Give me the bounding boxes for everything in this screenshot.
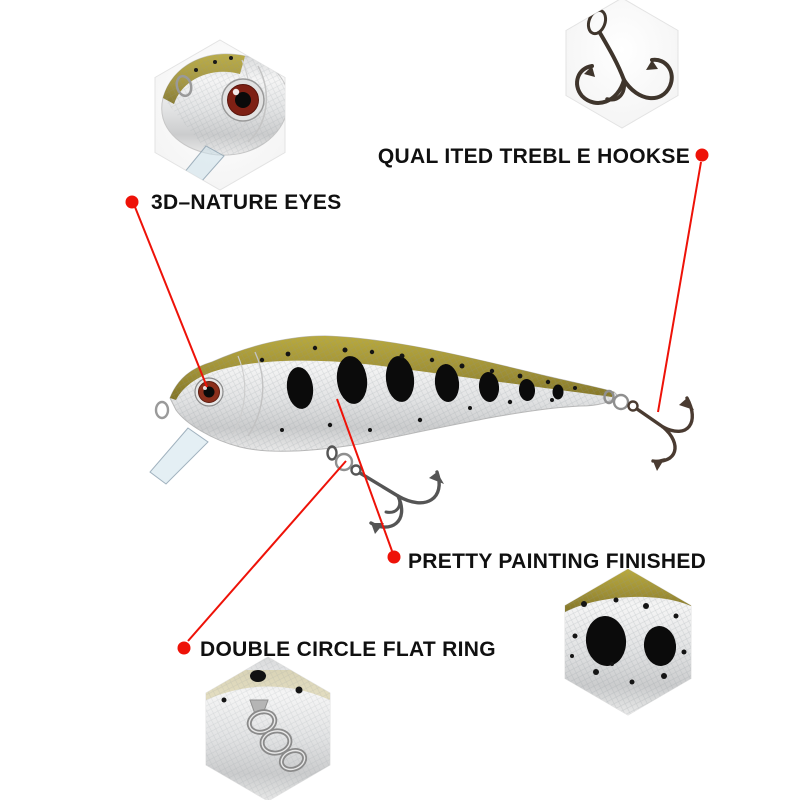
head-closeup-art [161, 53, 285, 190]
label-dot-painting [387, 550, 401, 564]
leader-line-painting [336, 398, 393, 552]
speckles [259, 345, 577, 432]
label-3d-nature-eyes: 3D–NATURE EYES [151, 191, 342, 214]
split-ring-chain [246, 709, 308, 772]
body-pattern-art [565, 569, 691, 715]
label-dot-hooks [695, 148, 709, 162]
leader-line-eyes [134, 206, 208, 388]
eye-closeup [221, 78, 265, 122]
label-double-circle-flat-ring: DOUBLE CIRCLE FLAT RING [200, 638, 496, 661]
belly-ring-art [206, 657, 330, 800]
lure-belly-hook [326, 445, 444, 534]
lure-eye [194, 377, 224, 407]
leader-line-ring [187, 460, 347, 642]
callout-treble-hook-closeup [565, 0, 679, 129]
lure-tail-hook [603, 389, 694, 471]
label-qualited-treble-hooks: QUAL ITED TREBL E HOOKSE [378, 145, 690, 168]
gill-line [247, 351, 264, 437]
callout-head-closeup [154, 39, 286, 191]
nose-line-tie-ring [154, 400, 170, 420]
leader-line-hooks [657, 161, 702, 413]
hexagon-frame [565, 0, 679, 129]
line-tie-ring-closeup [175, 74, 193, 98]
label-dot-ring [177, 641, 191, 655]
lure-illustration [149, 335, 694, 534]
callout-belly-ring-closeup [205, 656, 331, 800]
lure-diving-lip [149, 427, 209, 485]
callout-body-pattern-closeup [564, 568, 692, 716]
annotations [125, 148, 709, 655]
treble-hook-art [575, 8, 674, 105]
gill-line [232, 355, 246, 435]
label-dot-eyes [125, 195, 139, 209]
label-pretty-painting-finished: PRETTY PAINTING FINISHED [408, 550, 706, 573]
lateral-spots [286, 356, 564, 409]
